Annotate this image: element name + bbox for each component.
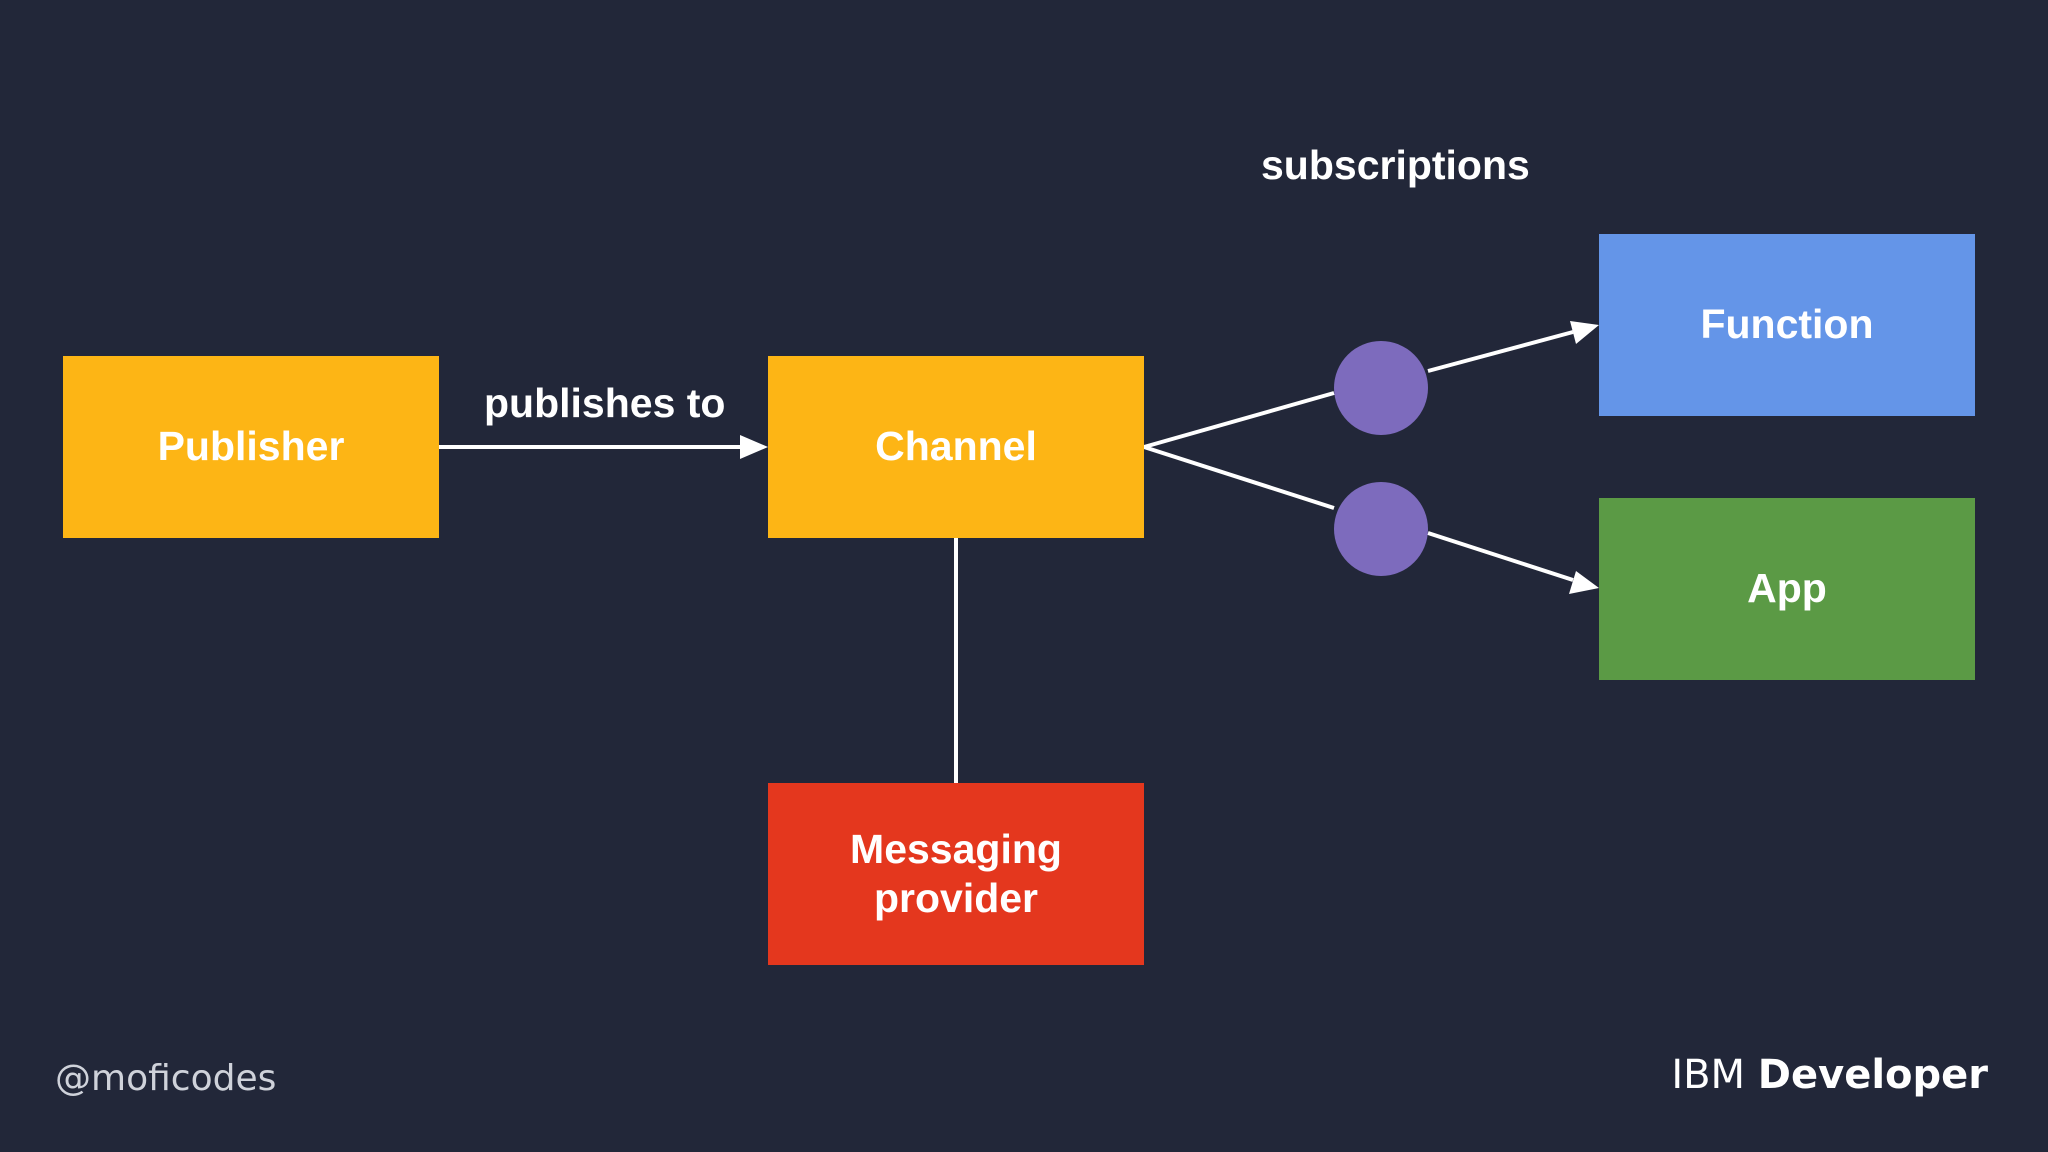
subscription-node-function [1334, 341, 1428, 435]
channel-label: Channel [875, 423, 1037, 470]
author-handle: @moficodes [55, 1058, 277, 1099]
brand-prefix: IBM [1671, 1052, 1746, 1098]
subscription-edge-app-out [1427, 531, 1574, 582]
function-node: Function [1599, 234, 1975, 416]
app-node: App [1599, 498, 1975, 680]
app-edge-arrowhead [1569, 571, 1599, 594]
subscription-node-app [1334, 482, 1428, 576]
subscription-edge-function-in [1143, 391, 1335, 449]
function-label: Function [1700, 301, 1874, 348]
subscriptions-label: subscriptions [1261, 142, 1530, 188]
channel-node: Channel [768, 356, 1144, 538]
messaging-provider-node: Messaging provider [768, 783, 1144, 965]
publish-edge-arrowhead [740, 435, 768, 459]
messaging-provider-label-line1: Messaging [850, 825, 1062, 872]
app-label: App [1747, 565, 1827, 612]
messaging-provider-label-line2: provider [873, 875, 1039, 921]
brand-bold: Developer [1757, 1052, 1988, 1098]
subscription-edge-app-in [1143, 445, 1335, 510]
publishes-to-label: publishes to [484, 380, 726, 426]
publisher-label: Publisher [157, 423, 345, 470]
publisher-node: Publisher [63, 356, 439, 538]
function-edge-arrowhead [1570, 321, 1599, 344]
subscription-edge-function-out [1427, 330, 1574, 373]
ibm-developer-logo: IBM Developer [1671, 1052, 1988, 1098]
